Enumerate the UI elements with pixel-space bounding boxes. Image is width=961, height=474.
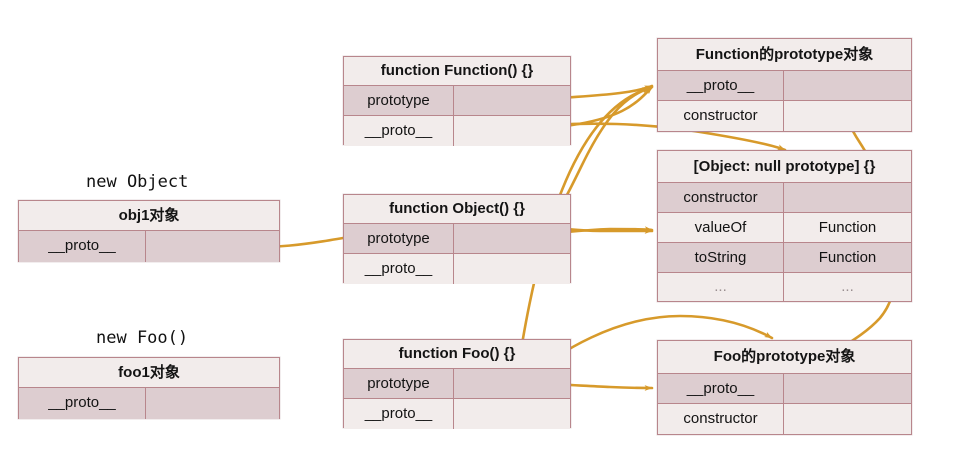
row-key: __proto__ (658, 71, 784, 100)
table-row: __proto__ (344, 399, 570, 429)
table-row: constructor (658, 404, 911, 434)
table-row: prototype (344, 86, 570, 116)
table-row: prototype (344, 224, 570, 254)
row-value (784, 183, 911, 212)
box-null-prototype: [Object: null prototype] {} constructor … (657, 150, 912, 302)
box-object-constructor-title: function Object() {} (344, 195, 570, 224)
box-function-prototype-title: Function的prototype对象 (658, 39, 911, 71)
row-key: ... (658, 273, 784, 301)
row-value: Function (818, 219, 877, 236)
box-foo-constructor-title: function Foo() {} (344, 340, 570, 369)
row-key: constructor (658, 404, 784, 434)
row-key: constructor (658, 101, 784, 131)
row-value (454, 399, 570, 429)
row-key: __proto__ (19, 388, 146, 419)
box-function-prototype: Function的prototype对象 __proto__ construct… (657, 38, 912, 132)
row-value (454, 224, 570, 253)
table-row: prototype (344, 369, 570, 399)
box-foo-constructor: function Foo() {} prototype __proto__ (343, 339, 571, 429)
row-key: __proto__ (19, 231, 146, 262)
table-row: __proto__ (19, 388, 279, 419)
table-row: __proto__ (658, 71, 911, 101)
table-row: constructor (658, 101, 911, 131)
row-key: prototype (344, 86, 454, 115)
row-key: __proto__ (344, 116, 454, 146)
row-value (454, 86, 570, 115)
row-key: __proto__ (344, 254, 454, 284)
box-foo1: foo1对象 __proto__ (18, 357, 280, 419)
table-row: __proto__ (344, 254, 570, 284)
row-value (784, 101, 911, 131)
table-row: __proto__ (658, 374, 911, 404)
row-key: __proto__ (344, 399, 454, 429)
box-obj1-title: obj1对象 (19, 201, 279, 231)
table-row: valueOf Function (658, 213, 911, 243)
row-value (146, 231, 279, 262)
caption-new-object: new Object (86, 172, 189, 192)
row-value: ... (841, 278, 854, 295)
table-row: ... ... (658, 273, 911, 301)
box-function-constructor-title: function Function() {} (344, 57, 570, 86)
table-row: constructor (658, 183, 911, 213)
caption-new-foo: new Foo() (96, 328, 189, 348)
row-value (784, 374, 911, 403)
row-value (146, 388, 279, 419)
row-value: Function (818, 249, 877, 266)
box-object-constructor: function Object() {} prototype __proto__ (343, 194, 571, 284)
row-value (454, 369, 570, 398)
row-value (784, 404, 911, 434)
row-key: valueOf (658, 213, 784, 242)
row-key: prototype (344, 224, 454, 253)
row-key: toString (658, 243, 784, 272)
row-value (454, 116, 570, 146)
box-null-prototype-title: [Object: null prototype] {} (658, 151, 911, 183)
table-row: __proto__ (344, 116, 570, 146)
row-key: prototype (344, 369, 454, 398)
box-foo1-title: foo1对象 (19, 358, 279, 388)
box-obj1: obj1对象 __proto__ (18, 200, 280, 262)
table-row: toString Function (658, 243, 911, 273)
row-value (784, 71, 911, 100)
row-key: __proto__ (658, 374, 784, 403)
table-row: __proto__ (19, 231, 279, 262)
row-value (454, 254, 570, 284)
box-foo-prototype: Foo的prototype对象 __proto__ constructor (657, 340, 912, 435)
box-function-constructor: function Function() {} prototype __proto… (343, 56, 571, 146)
box-foo-prototype-title: Foo的prototype对象 (658, 341, 911, 374)
row-key: constructor (658, 183, 784, 212)
